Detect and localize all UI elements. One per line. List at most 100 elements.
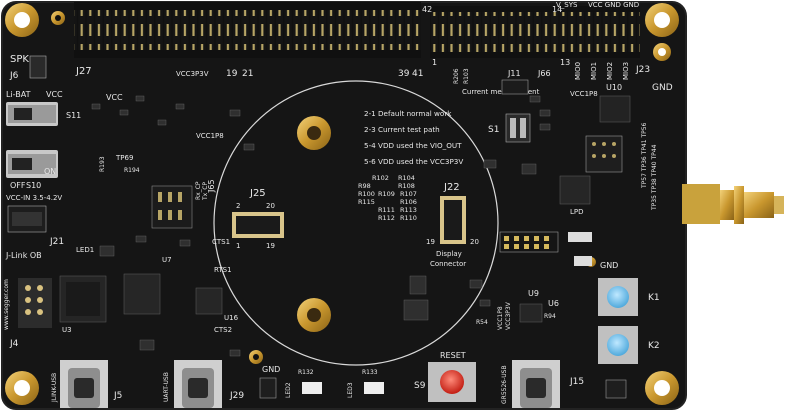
button-k2[interactable] — [598, 326, 638, 364]
usb-gr5526[interactable] — [512, 360, 560, 408]
j23-label: J23 — [635, 65, 650, 75]
j4-label: J4 — [9, 339, 19, 349]
usb-uart[interactable] — [174, 360, 222, 408]
svg-text:R104: R104 — [398, 174, 415, 182]
u3-label: U3 — [62, 326, 72, 334]
vsys-label: V_SYS — [556, 1, 578, 9]
rts1-label: RTS1 — [214, 266, 232, 274]
smd-components — [91, 95, 551, 357]
r94-label: R94 — [544, 313, 556, 320]
j6-label: J6 — [9, 71, 19, 81]
svg-text:5-6 VDD used the VCC3P3V: 5-6 VDD used the VCC3P3V — [364, 157, 463, 166]
tp69-label: TP69 — [115, 154, 133, 162]
connector-j25 — [232, 212, 284, 238]
vcc3p3v-vert-label: VCC3P3V — [505, 301, 512, 330]
k1-label: K1 — [648, 293, 660, 303]
vcc-label: VCC — [46, 90, 63, 99]
current-meas-label: Current measurement — [462, 88, 540, 96]
on-label: ON — [44, 167, 56, 176]
li-bat-label: Li-BAT — [6, 90, 31, 99]
vcc1p8-right-label: VCC1P8 — [570, 90, 598, 98]
usb-jlink[interactable] — [60, 360, 108, 408]
lpd-label: LPD — [570, 208, 584, 216]
r133-label: R133 — [362, 369, 378, 376]
reset-button[interactable] — [428, 362, 476, 402]
gnd-bot-label: GND — [262, 365, 280, 374]
vcc1p8-left-label: VCC1P8 — [196, 132, 224, 140]
gnd-right-label: GND — [600, 261, 618, 270]
j25-pin19: 19 — [266, 242, 275, 250]
svg-text:R111: R111 — [378, 206, 395, 214]
k2-label: K2 — [648, 341, 660, 351]
mio3-label: MIO3 — [622, 62, 630, 80]
svg-text:2-3 Current test path: 2-3 Current test path — [364, 125, 440, 134]
vcc-in-label: VCC-IN 3.5-4.2V — [6, 194, 62, 202]
u6-label: U6 — [548, 299, 559, 308]
gr-usb-label: GR5526-USB — [501, 365, 508, 404]
j21-label: J21 — [49, 237, 64, 247]
switch-s10[interactable] — [6, 150, 58, 178]
off-label: OFF — [10, 181, 26, 190]
svg-text:R100: R100 — [358, 190, 375, 198]
dip-switch-s1[interactable] — [505, 113, 531, 143]
jlink-ob-label: J-Link OB — [5, 251, 42, 260]
vcc3p3v-label: VCC3P3V — [176, 70, 209, 78]
u16-label: U16 — [224, 314, 239, 322]
svg-text:R106: R106 — [400, 198, 417, 206]
mounting-holes — [5, 3, 679, 405]
vcc1p8-vert-label: VCC1P8 — [497, 306, 504, 330]
vcc-top-label: VCC — [106, 93, 123, 102]
sma-rf-connector — [682, 184, 784, 224]
j66-label: J66 — [537, 69, 551, 78]
uart-usb-label: UART-USB — [163, 372, 170, 402]
s10-label: S10 — [26, 181, 41, 190]
u9-label: U9 — [528, 289, 539, 298]
svg-text:R107: R107 — [400, 190, 417, 198]
display-label-2: Connector — [430, 260, 466, 268]
led2-label: LED2 — [285, 382, 292, 398]
j4-pads — [18, 278, 52, 328]
resistor-grid: R102 R104 R98 R108 R100 R109 R107 R115 R… — [358, 174, 417, 222]
j22-label: J22 — [443, 182, 460, 193]
r193-label: R193 — [99, 156, 106, 172]
j27-label: J27 — [75, 66, 92, 77]
vcc-gnd-label: VCC GND GND — [588, 1, 639, 9]
display-outline — [213, 80, 499, 366]
j11-label: J11 — [507, 69, 521, 78]
pin13-label: 13 — [560, 58, 570, 67]
pin14-label: 14 — [552, 5, 562, 14]
mio1-label: MIO1 — [590, 62, 598, 80]
tp-bottom-label: TP35 TP38 TP40 TP44 — [651, 144, 658, 211]
svg-text:R98: R98 — [358, 182, 371, 190]
mio0-label: MIO0 — [574, 62, 582, 80]
svg-text:R102: R102 — [372, 174, 389, 182]
switch-s11[interactable] — [6, 102, 58, 126]
svg-text:R112: R112 — [378, 214, 395, 222]
svg-text:R109: R109 — [378, 190, 395, 198]
rx-cp-label: Rx_CP — [195, 181, 202, 200]
s9-label: S9 — [414, 381, 426, 391]
gnd-top-label: GND — [652, 83, 673, 93]
j5-label: J5 — [113, 391, 122, 401]
j25-pin2: 2 — [236, 202, 240, 210]
segger-label: www.segger.com — [3, 279, 10, 330]
header-j27 — [74, 2, 421, 58]
tp-block-label: TP57 TP36 TP41 TP56 — [641, 122, 648, 189]
tx-cp-label: Tx_CP — [202, 182, 209, 201]
jlink-usb-label: JLINK-USB — [51, 373, 58, 403]
spk-label: SPK — [10, 54, 29, 65]
r103-label: R103 — [463, 68, 470, 84]
header-j14 — [430, 6, 570, 58]
svg-text:R115: R115 — [358, 198, 375, 206]
j65-label: J65 — [207, 179, 216, 193]
button-k1[interactable] — [598, 278, 638, 316]
j25-pin1: 1 — [236, 242, 240, 250]
svg-text:2-1 Default normal work: 2-1 Default normal work — [364, 109, 452, 118]
pin19-label: 19 — [226, 69, 238, 79]
led3-label: LED3 — [347, 382, 354, 398]
j29-label: J29 — [229, 391, 244, 401]
j22-pin20: 20 — [470, 238, 479, 246]
pin42-label: 42 — [422, 5, 432, 14]
u10-label: U10 — [606, 83, 622, 92]
